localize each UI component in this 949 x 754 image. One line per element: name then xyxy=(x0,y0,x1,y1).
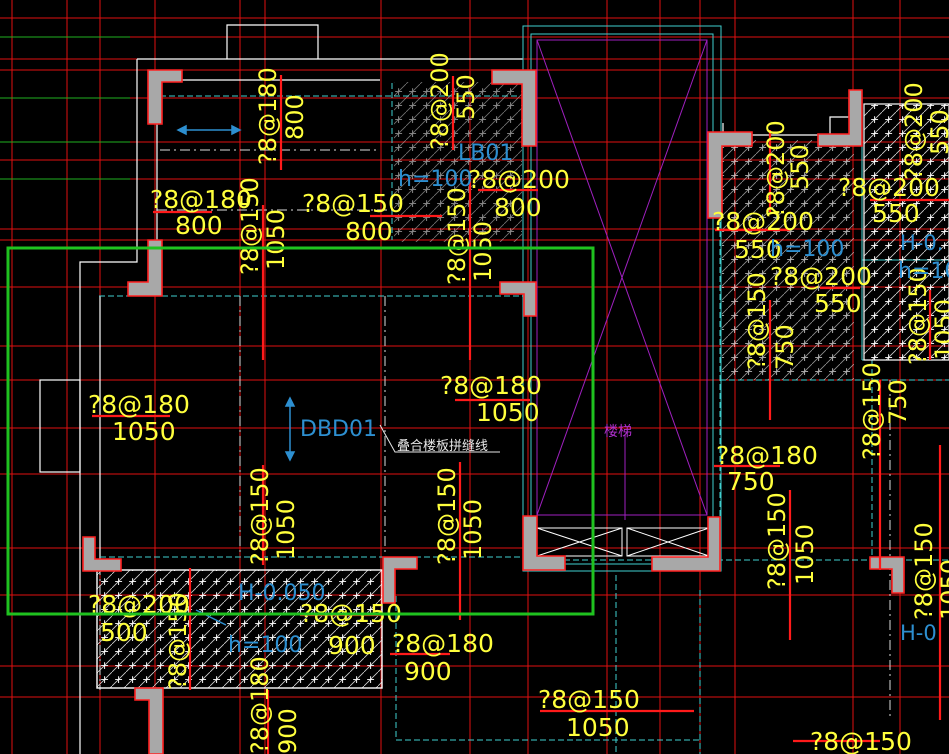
rebar-label: 900 xyxy=(274,708,302,754)
elevation-label: H-0.050 xyxy=(238,581,325,606)
rebar-label: ?8@200 xyxy=(900,82,928,180)
slab-id-label: LB01 xyxy=(458,141,513,166)
rebar-label: ?8@150 xyxy=(910,522,938,620)
rebar-label: ?8@200 xyxy=(712,207,814,236)
rebar-label: ?8@200 xyxy=(762,120,790,218)
rebar-label: 1050 xyxy=(476,398,540,427)
rebar-label: 1050 xyxy=(459,499,487,560)
rebar-label: 550 xyxy=(734,235,782,264)
green-axis-lines xyxy=(0,36,130,180)
selection-rectangle[interactable] xyxy=(6,246,595,616)
rebar-labels-vertical: ?8@180 800 ?8@200 550 ?8@150 1050 ?8@150… xyxy=(164,52,949,754)
rebar-label: 1050 xyxy=(469,221,497,282)
rebar-label: 1050 xyxy=(262,209,290,270)
rebar-label: 750 xyxy=(771,324,799,370)
slab-id-label: DBD01 xyxy=(300,417,377,442)
rebar-label: 900 xyxy=(404,657,452,686)
rebar-label: 1050 xyxy=(272,499,300,560)
rebar-label: 1050 xyxy=(566,713,630,742)
stair-note: 楼梯 xyxy=(604,424,632,440)
rebar-label: 800 xyxy=(281,94,309,140)
slab-thickness-label: h=100 xyxy=(770,237,844,262)
stair-boxes xyxy=(536,527,710,557)
slab-thickness-label: h=100 xyxy=(398,167,472,192)
rebar-label: ?8@180 xyxy=(254,67,282,165)
rebar-label: ?8@150 xyxy=(538,685,640,714)
rebar-label: ?8@150 xyxy=(433,467,461,565)
rebar-label: ?8@150 xyxy=(810,727,912,754)
wall-corners xyxy=(82,69,905,754)
rebar-label: 800 xyxy=(494,193,542,222)
slab-thickness-label: h=100 xyxy=(228,633,302,658)
rebar-label: 550 xyxy=(872,199,920,228)
rebar-label: ?8@180 xyxy=(440,371,542,400)
rebar-label: 800 xyxy=(345,217,393,246)
slab-labels: LB01 h=100 h=100 h=100 h=100 DBD01 H-0.0… xyxy=(228,141,949,658)
rebar-label: ?8@180 xyxy=(716,441,818,470)
rebar-bars xyxy=(92,75,949,754)
rebar-label: ?8@150 xyxy=(763,492,791,590)
rebar-label: ?8@180 xyxy=(246,656,274,754)
rebar-labels: ?8@180 800 ?8@150 800 ?8@200 800 ?8@180 … xyxy=(88,165,940,754)
rebar-label: ?8@150 xyxy=(302,189,404,218)
elevation-label: H-0 xyxy=(900,621,937,645)
rebar-label: 750 xyxy=(884,379,912,425)
rebar-label: ?8@180 xyxy=(150,185,252,214)
rebar-label: ?8@150 xyxy=(246,467,274,565)
rebar-label: ?8@150 xyxy=(743,272,771,370)
rebar-label: 800 xyxy=(175,211,223,240)
rebar-label: 1050 xyxy=(112,417,176,446)
rebar-label: 550 xyxy=(452,74,480,120)
rebar-label: 550 xyxy=(814,289,862,318)
rebar-label: 500 xyxy=(100,618,148,647)
rebar-label: ?8@200 xyxy=(770,262,872,291)
dim-arrows xyxy=(176,124,296,626)
rebar-label: 750 xyxy=(727,467,775,496)
rebar-label: ?8@150 xyxy=(443,187,471,285)
rebar-label: 1050 xyxy=(930,299,949,360)
rebar-label: ?8@150 xyxy=(164,592,192,690)
rebar-label: ?8@150 xyxy=(904,267,932,365)
seam-note: 叠合楼板拼缝线 xyxy=(397,439,488,454)
rebar-label: ?8@180 xyxy=(88,390,190,419)
rebar-label: ?8@180 xyxy=(392,629,494,658)
seam-leader xyxy=(379,424,500,453)
elevation-label: H-0. xyxy=(900,231,943,255)
rebar-label: 550 xyxy=(926,109,949,155)
rebar-label: 1050 xyxy=(936,559,949,620)
rebar-label: ?8@200 xyxy=(838,173,940,202)
rebar-label: ?8@200 xyxy=(426,52,454,150)
rebar-label: ?8@150 xyxy=(858,362,886,460)
rebar-label: ?8@150 xyxy=(236,177,264,275)
stair-x xyxy=(536,39,708,516)
rebar-label: 550 xyxy=(786,144,814,190)
rebar-label: ?8@200 xyxy=(468,165,570,194)
rebar-label: 900 xyxy=(328,631,376,660)
rebar-label: 1050 xyxy=(791,524,819,585)
slab-thickness-label: h=100 xyxy=(898,259,949,284)
